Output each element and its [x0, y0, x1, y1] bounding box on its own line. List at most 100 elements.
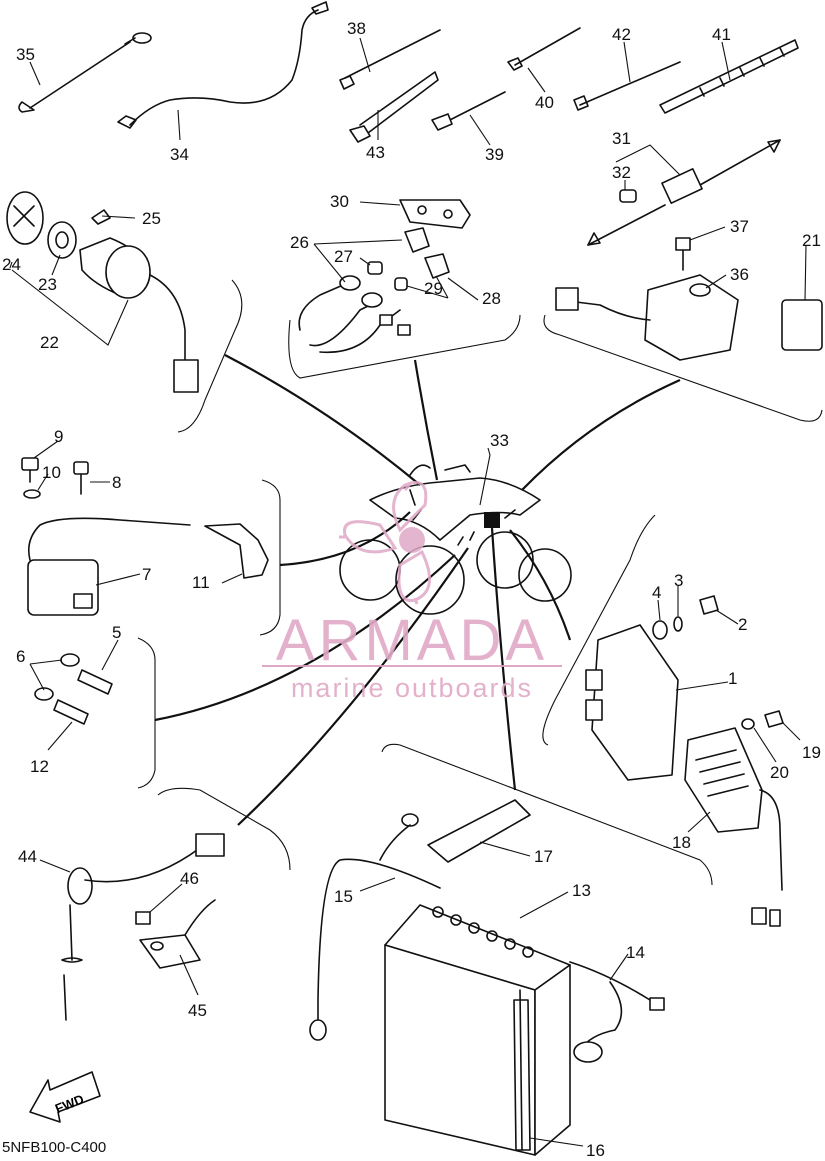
callout-28: 28	[482, 289, 501, 308]
callout-24: 24	[2, 255, 21, 274]
callout-10: 10	[42, 463, 61, 482]
callout-43: 43	[366, 143, 385, 162]
callout-46: 46	[180, 869, 199, 888]
part-5-sensor	[77, 669, 113, 695]
part-16-breather-hose	[513, 989, 531, 1151]
callout-20: 20	[770, 763, 789, 782]
callout-4: 4	[652, 583, 661, 602]
part-9-bolt	[21, 457, 39, 483]
part-27-cap	[367, 261, 408, 291]
callout-3: 3	[674, 571, 683, 590]
part-25-key-tag	[91, 209, 111, 225]
part-35-battery-lead	[18, 32, 152, 113]
part-4-collar	[652, 620, 668, 640]
part-37-bolt	[675, 237, 691, 271]
callout-16: 16	[586, 1141, 605, 1160]
callout-40: 40	[535, 93, 554, 112]
callout-13: 13	[572, 881, 591, 900]
harness-lines	[154, 354, 681, 826]
part-22-main-switch	[79, 237, 199, 393]
callout-30: 30	[330, 192, 349, 211]
part-44-switch	[61, 833, 225, 1021]
group-brackets	[137, 279, 823, 886]
armada-watermark: ARMADA marine outboards	[262, 481, 562, 703]
callout-25: 25	[142, 209, 161, 228]
part-13-battery	[384, 904, 571, 1156]
callout-37: 37	[730, 217, 749, 236]
callout-19: 19	[802, 743, 821, 762]
part-45-bracket	[139, 899, 216, 969]
part-20-washer	[741, 718, 755, 730]
part-46-bolt	[135, 911, 151, 925]
part-38-cable-tie	[339, 29, 441, 90]
callout-11: 11	[192, 573, 210, 592]
part-18-rectifier-regulator	[684, 727, 783, 927]
callout-44: 44	[18, 847, 37, 866]
part-30-plate	[399, 199, 471, 229]
callout-21: 21	[802, 231, 821, 250]
part-40-cable-tie	[507, 27, 581, 71]
leader-lines	[9, 37, 807, 1147]
part-42-cable-tie	[573, 61, 681, 111]
part-19-bolt	[764, 710, 784, 728]
part-1-cdi-unit	[585, 624, 679, 781]
part-39-band	[431, 91, 506, 131]
callout-23: 23	[38, 275, 57, 294]
callout-35: 35	[16, 45, 35, 64]
callout-5: 5	[112, 623, 121, 642]
callout-labels: 35 34 38 43 40 39 42 41 31 32 30 25 24 2…	[2, 19, 821, 1160]
callout-12: 12	[30, 757, 49, 776]
callout-14: 14	[626, 943, 645, 962]
part-31-fuel-hose-joint	[587, 139, 781, 246]
part-26-lead-assembly	[298, 275, 411, 354]
callout-39: 39	[485, 145, 504, 164]
callout-31: 31	[612, 129, 631, 148]
part-2-bolt	[699, 595, 719, 615]
part-36-starter-relay	[555, 274, 739, 361]
watermark-tagline: marine outboards	[291, 673, 533, 703]
callout-17: 17	[534, 847, 553, 866]
diagram-code: 5NFB100-C400	[2, 1139, 106, 1156]
callout-8: 8	[112, 473, 121, 492]
callout-26: 26	[290, 233, 309, 252]
callout-6: 6	[16, 647, 25, 666]
relay-location-marker	[484, 512, 500, 528]
callout-45: 45	[188, 1001, 207, 1020]
part-7-ignition-coil	[27, 517, 191, 616]
callout-15: 15	[334, 887, 353, 906]
callout-41: 41	[712, 25, 731, 44]
part-11-plug-cap	[204, 523, 269, 579]
part-28-elbow-joint	[404, 227, 450, 279]
callout-29: 29	[424, 279, 443, 298]
watermark-brand: ARMADA	[276, 608, 548, 673]
part-32-cap	[619, 189, 637, 203]
callout-9: 9	[54, 427, 63, 446]
part-34-lead-wire	[117, 1, 329, 129]
part-21-relay	[781, 299, 823, 351]
callout-2: 2	[738, 615, 747, 634]
callout-36: 36	[730, 265, 749, 284]
callout-33: 33	[490, 431, 509, 450]
callout-1: 1	[728, 669, 737, 688]
part-17-battery-band	[427, 799, 531, 863]
callout-38: 38	[347, 19, 366, 38]
part-6-gasket	[34, 653, 80, 701]
callout-18: 18	[672, 833, 691, 852]
part-15-negative-lead	[309, 813, 441, 1041]
callout-27: 27	[334, 247, 353, 266]
part-14-positive-lead	[569, 961, 665, 1063]
callout-22: 22	[40, 333, 59, 352]
propeller-logo-icon	[339, 481, 431, 605]
part-3-washer	[673, 616, 683, 632]
part-8-screw	[73, 461, 89, 495]
part-10-washer	[23, 489, 41, 499]
part-23-nut	[47, 221, 77, 259]
callout-32: 32	[612, 163, 631, 182]
fwd-arrow-icon: FWD	[29, 1071, 101, 1123]
part-24-cap	[6, 191, 44, 245]
callout-42: 42	[612, 25, 631, 44]
part-43-cable-tie-clip	[349, 71, 439, 143]
callout-7: 7	[142, 565, 151, 584]
part-12-sensor	[53, 699, 89, 725]
